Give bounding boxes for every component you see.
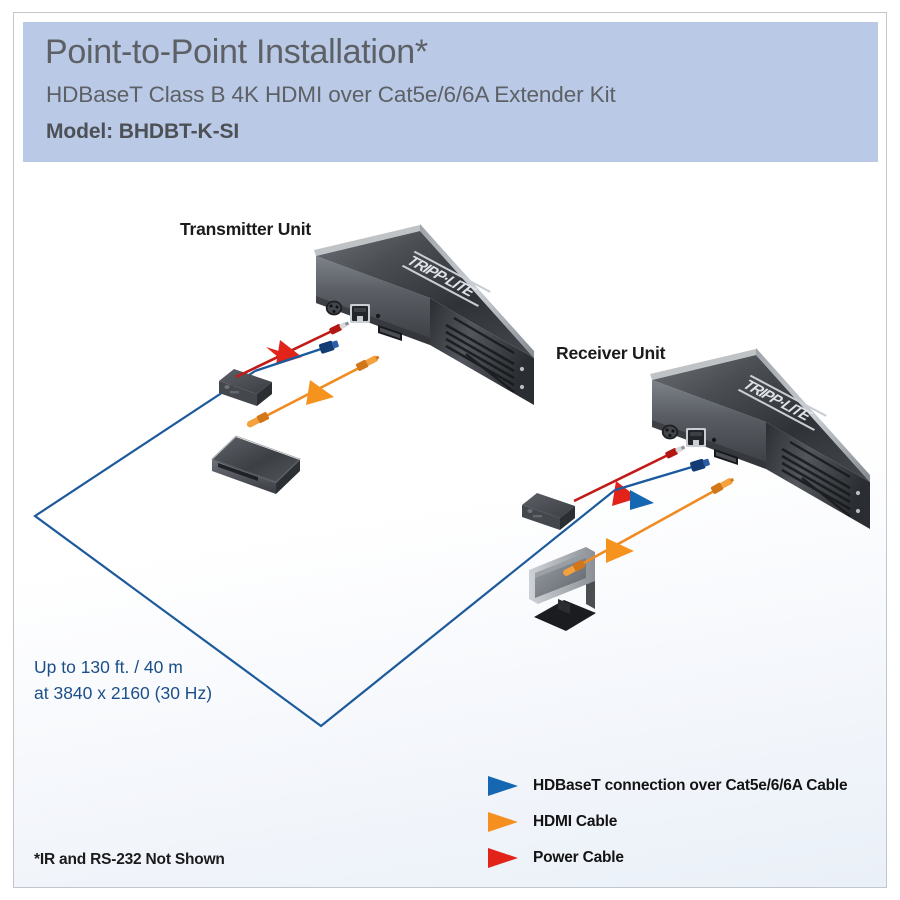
distance-line-2: at 3840 x 2160 (30 Hz): [34, 683, 213, 703]
page-title: Point-to-Point Installation*: [45, 33, 428, 71]
power-cable-transmitter: [235, 321, 350, 379]
hdmi-port-receiver: [714, 449, 738, 465]
distance-annotation: Up to 130 ft. / 40 m at 3840 x 2160 (30 …: [34, 654, 212, 706]
legend-item-hdmi: HDMI Cable: [486, 811, 847, 833]
power-adapter-transmitter: [219, 369, 272, 406]
transmitter-device: TRIPP·LITE: [314, 224, 534, 405]
rj45-port-receiver: [686, 428, 706, 447]
power-port-transmitter: [325, 300, 343, 316]
header-band: Point-to-Point Installation* HDBaseT Cla…: [23, 22, 878, 162]
legend-item-hdbaset: HDBaseT connection over Cat5e/6/6A Cable: [486, 775, 848, 797]
cat5e-cable-run: [33, 370, 616, 728]
arrow-right-icon: [488, 812, 518, 832]
power-port-receiver: [661, 424, 679, 440]
rj45-port-transmitter: [350, 304, 370, 323]
power-adapter-receiver: [522, 493, 575, 530]
legend-item-power: Power Cable: [486, 847, 847, 869]
hdmi-port-transmitter: [378, 325, 402, 341]
hdmi-cable-receiver: [563, 477, 735, 577]
model-number: Model: BHDBT-K-SI: [46, 120, 240, 143]
hdbaset-cable-receiver: [614, 458, 710, 510]
transmitter-unit-label: Transmitter Unit: [180, 219, 311, 239]
arrow-right-icon: [488, 776, 518, 796]
legend-label-hdmi: HDMI Cable: [533, 813, 618, 830]
receiver-device: TRIPP·LITE: [650, 348, 870, 529]
distance-line-1: Up to 130 ft. / 40 m: [34, 657, 183, 677]
diagram-canvas: TRIPP·LITE: [14, 13, 886, 887]
arrow-right-icon: [488, 848, 518, 868]
legend-label-power: Power Cable: [533, 849, 624, 866]
source-player-device: [211, 435, 301, 494]
page-subtitle: HDBaseT Class B 4K HDMI over Cat5e/6/6A …: [46, 82, 616, 107]
display-monitor-device: [529, 547, 596, 631]
page-frame: Point-to-Point Installation* HDBaseT Cla…: [13, 12, 887, 888]
legend-label-hdbaset: HDBaseT connection over Cat5e/6/6A Cable: [533, 777, 848, 794]
legend: HDBaseT connection over Cat5e/6/6A Cable…: [486, 775, 848, 869]
footnote-text: *IR and RS-232 Not Shown: [34, 851, 225, 868]
hdmi-cable-transmitter: [246, 355, 380, 428]
receiver-unit-label: Receiver Unit: [556, 343, 666, 363]
hdbaset-cable-transmitter: [254, 340, 339, 373]
